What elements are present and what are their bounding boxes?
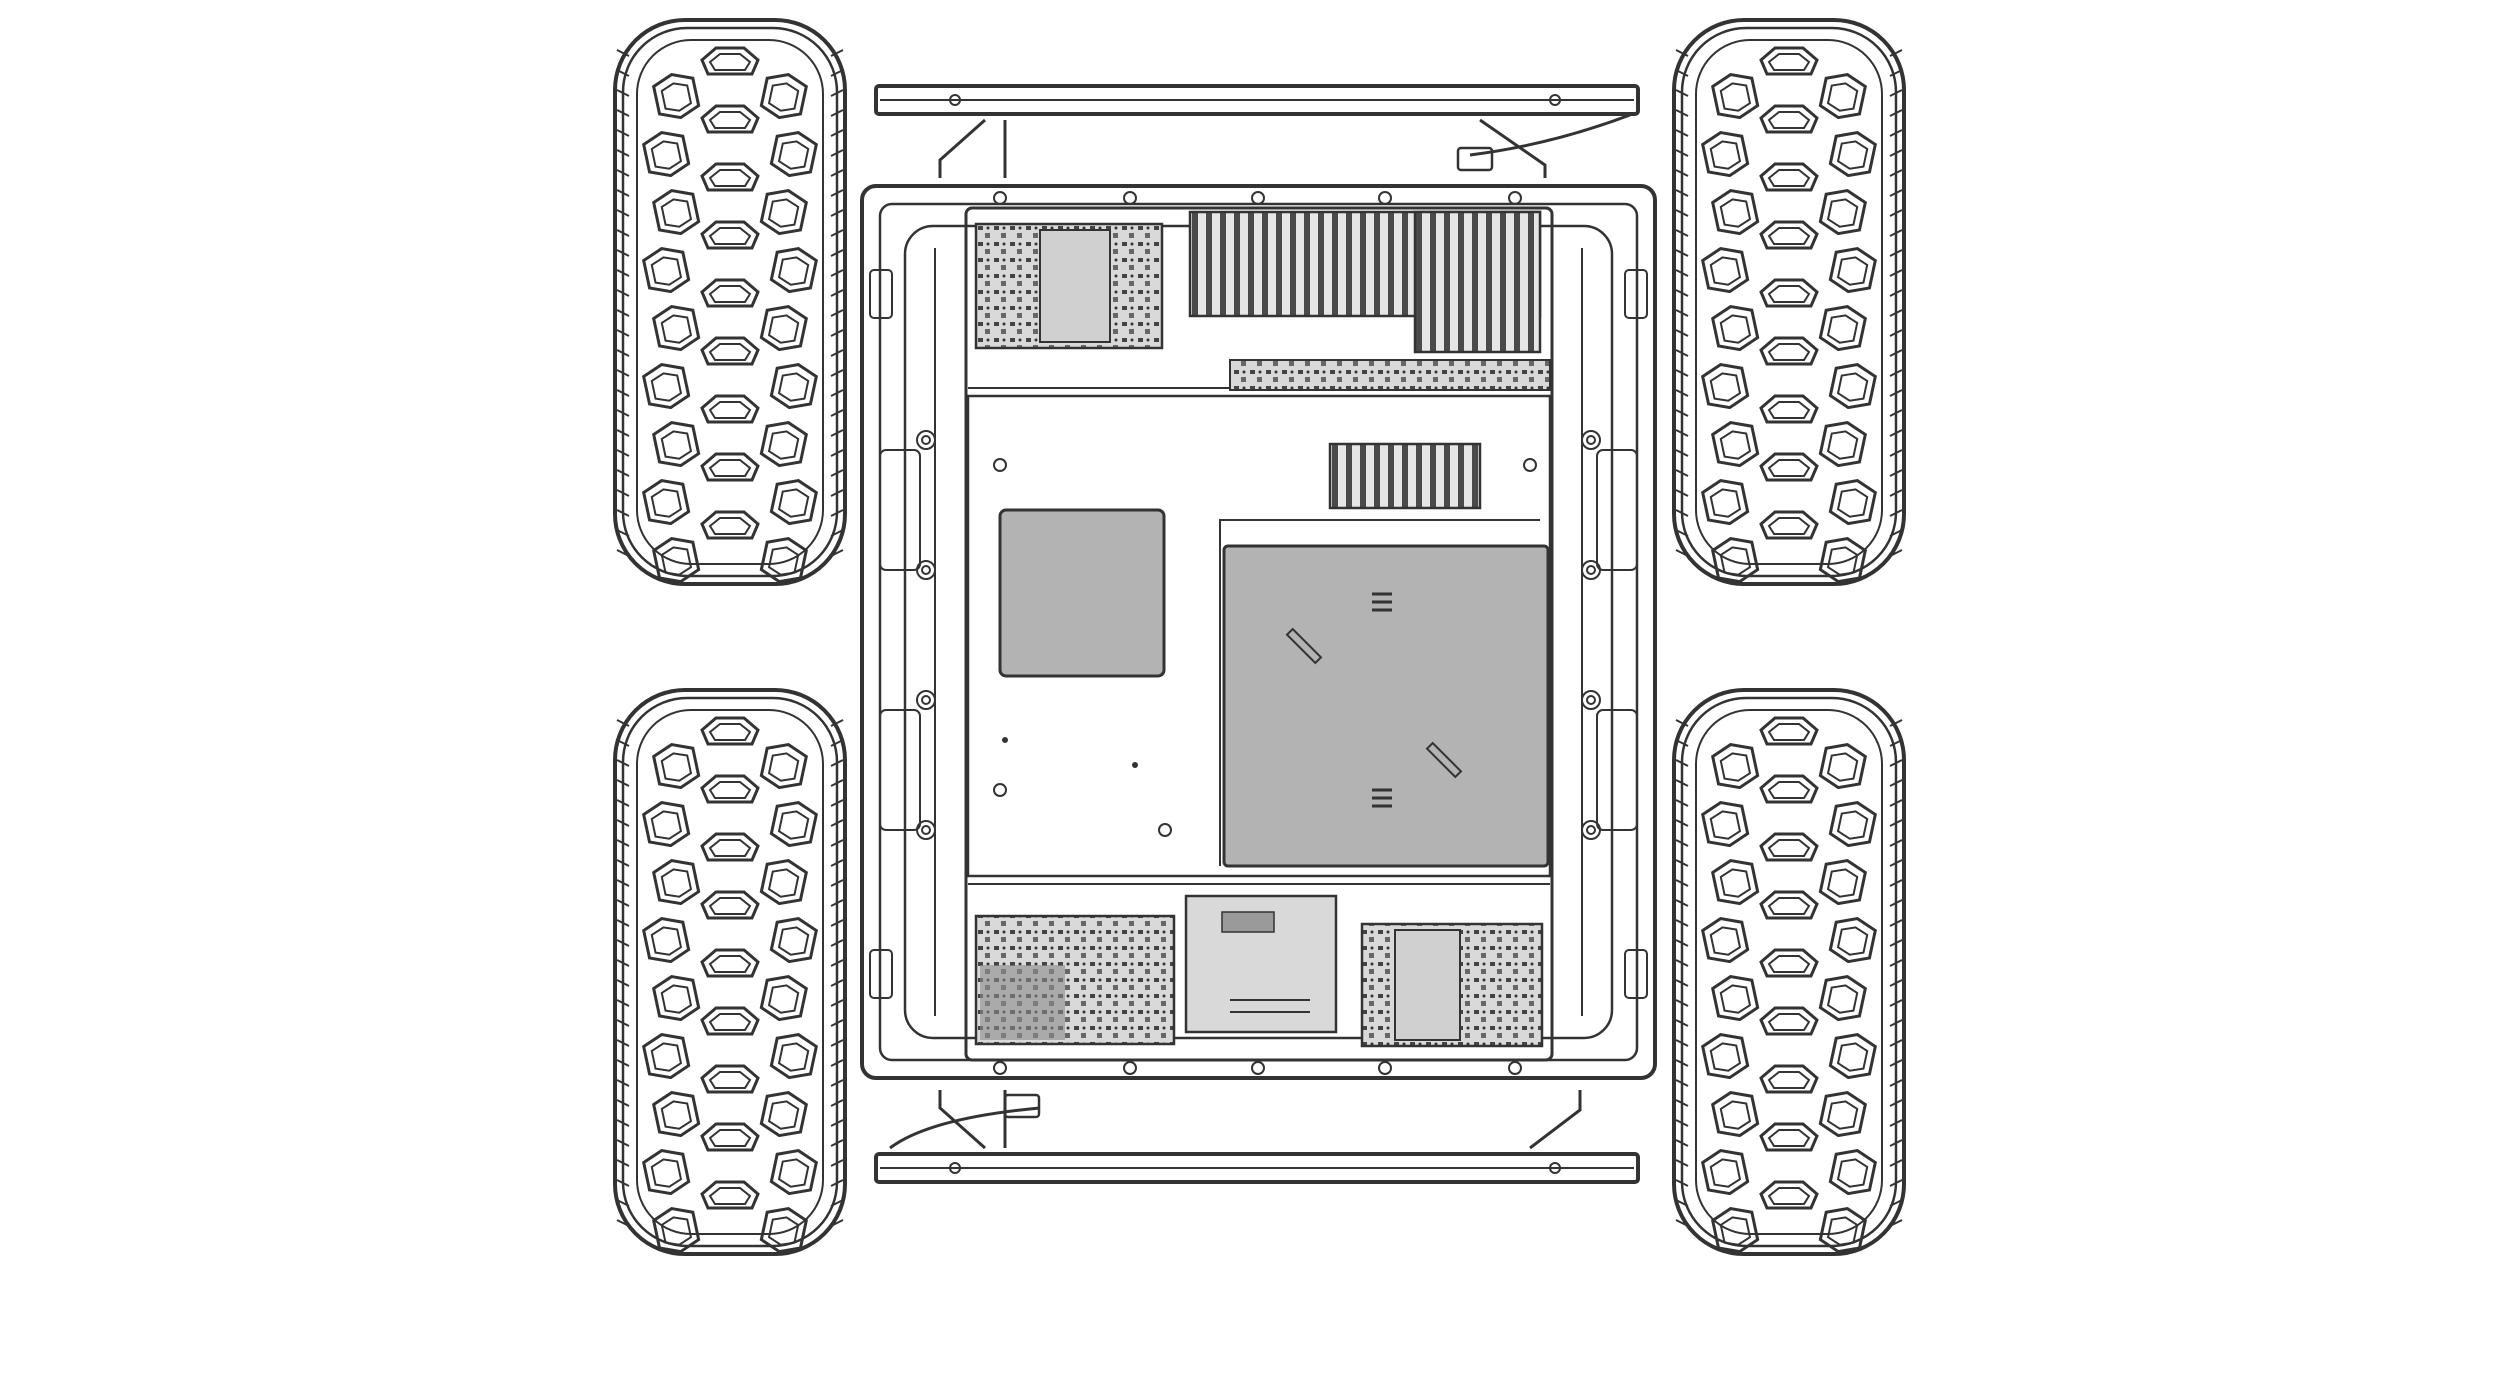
bumper-front: [874, 84, 1640, 178]
top-plate: [964, 206, 1554, 1062]
wheel-front-right: [1672, 18, 1906, 588]
chassis-frame: [860, 184, 1657, 1080]
wheel-rear-left: [613, 688, 847, 1258]
power-distribution-board: [974, 914, 1176, 1046]
motor-driver-board: [974, 222, 1544, 1048]
bumper-rear: [874, 1090, 1640, 1184]
wheel-rear-right: [1672, 688, 1906, 1258]
wheel-front-left: [613, 18, 847, 588]
compute-module-heatsink: [1188, 210, 1551, 510]
battery-pack: [998, 508, 1550, 868]
io-interface-board: [1184, 894, 1338, 1034]
